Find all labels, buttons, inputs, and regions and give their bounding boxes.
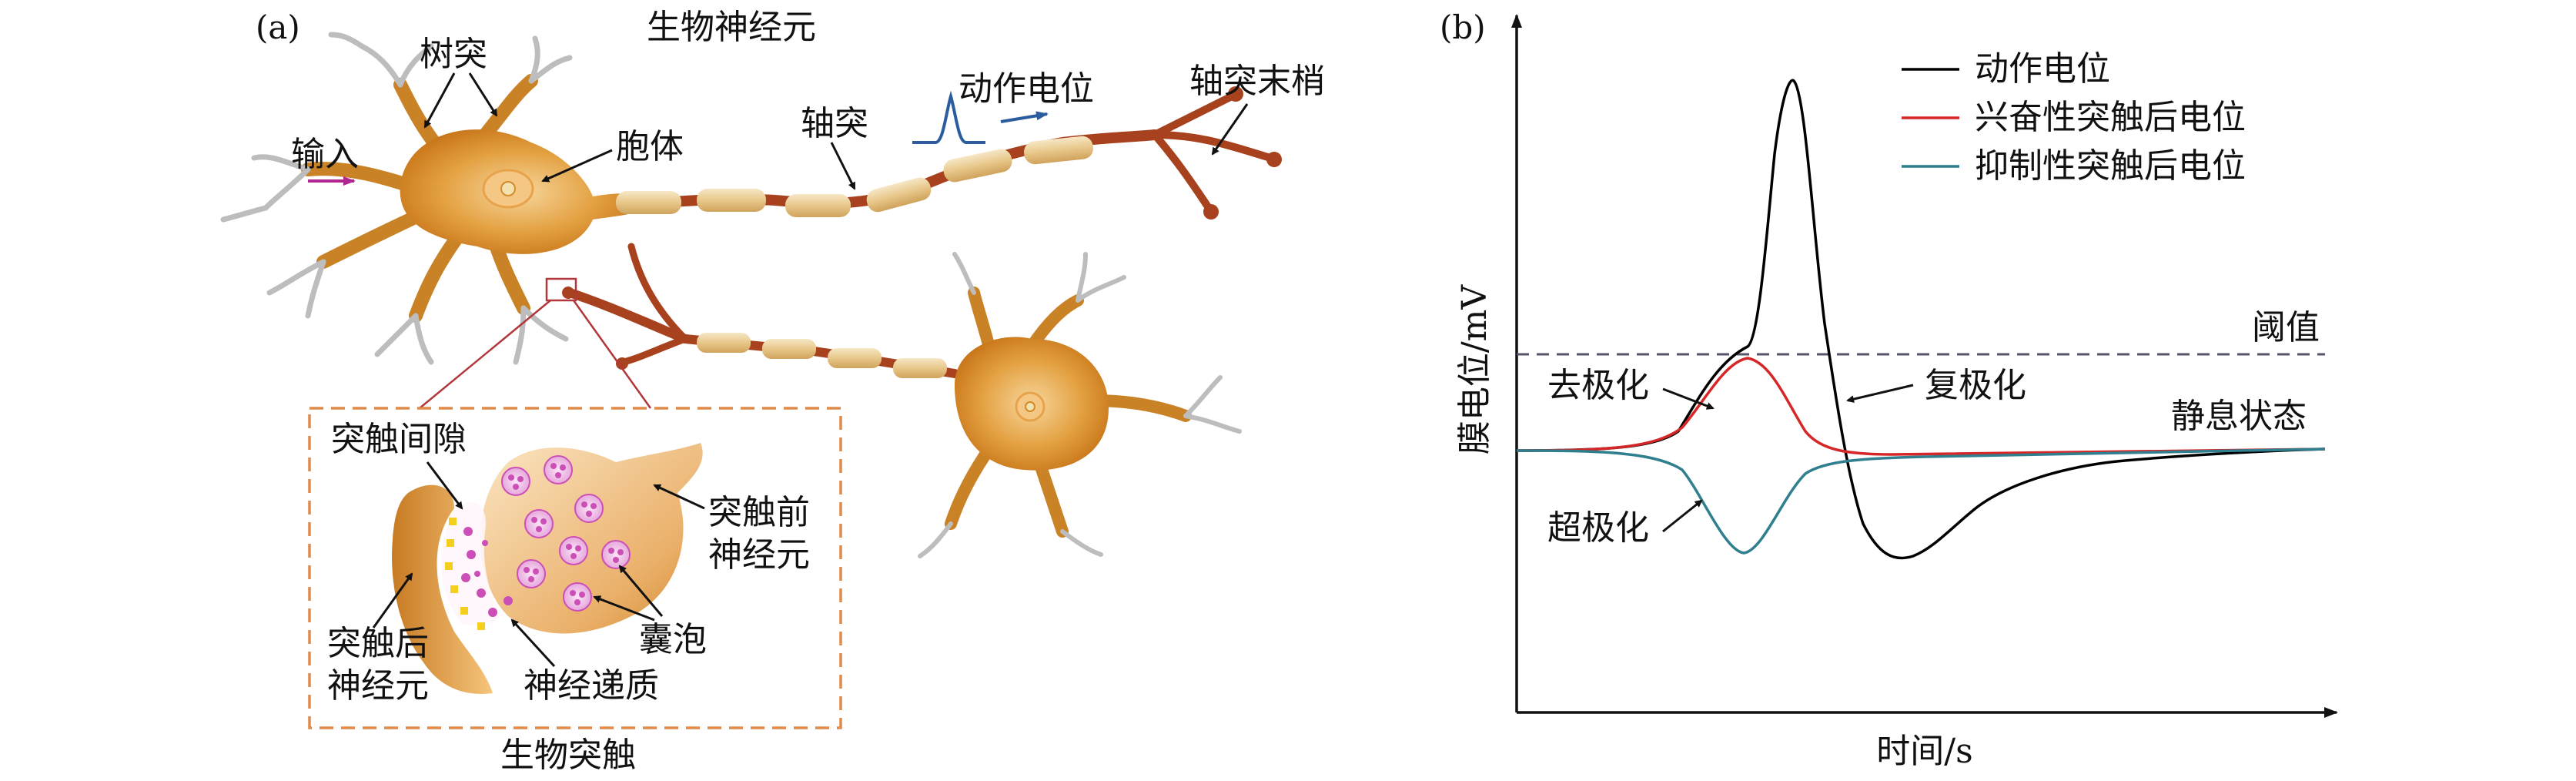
synapse-illustration xyxy=(392,443,703,694)
label-dendrite: 树突 xyxy=(420,35,487,74)
synapse-title: 生物突触 xyxy=(500,736,636,775)
spike-icon xyxy=(912,90,985,144)
neuron-title: 生物神经元 xyxy=(647,8,816,47)
synapse-inset-box xyxy=(308,407,842,729)
panel-b-tag: (b) xyxy=(1440,8,1486,46)
label-neurotransmitter: 神经递质 xyxy=(524,666,659,706)
y-axis-label: 膜电位/mV xyxy=(1455,284,1494,455)
legend-label-action-potential: 动作电位 xyxy=(1975,49,2110,89)
label-presynaptic-2: 神经元 xyxy=(708,535,810,575)
label-postsynaptic-1: 突触后 xyxy=(327,624,429,663)
neuron2 xyxy=(562,243,1242,558)
label-repolarization: 复极化 xyxy=(1925,366,2026,405)
panel-a-tag: (a) xyxy=(256,8,300,46)
label-soma: 胞体 xyxy=(616,127,684,166)
label-axon-terminal: 轴突末梢 xyxy=(1189,62,1325,101)
label-presynaptic-1: 突触前 xyxy=(708,493,810,532)
legend-label-epsp: 兴奋性突触后电位 xyxy=(1975,98,2246,137)
label-resting: 静息状态 xyxy=(2171,397,2307,436)
legend-label-ipsp: 抑制性突触后电位 xyxy=(1975,146,2246,186)
axon-terminal-bouton xyxy=(1203,204,1219,220)
receptor-markers xyxy=(445,518,485,630)
label-depolarization: 去极化 xyxy=(1547,366,1649,405)
label-threshold: 阈值 xyxy=(2252,308,2320,347)
zoom-source-box xyxy=(545,277,577,302)
label-postsynaptic-2: 神经元 xyxy=(327,666,429,706)
postsynaptic-neuron xyxy=(392,484,493,694)
label-hyperpolarization: 超极化 xyxy=(1547,508,1649,548)
label-axon: 轴突 xyxy=(801,104,868,143)
label-input: 输入 xyxy=(291,135,359,174)
label-vesicle: 囊泡 xyxy=(639,620,707,659)
legend: 动作电位 兴奋性突触后电位 抑制性突触后电位 xyxy=(1902,49,2246,186)
vesicles xyxy=(501,455,631,612)
neurotransmitter-dots xyxy=(461,527,513,617)
neuron1-soma xyxy=(400,129,639,254)
label-synaptic-cleft: 突触间隙 xyxy=(331,420,467,459)
axon-terminal-bouton xyxy=(1266,152,1282,167)
x-axis-label: 时间/s xyxy=(1876,732,1972,771)
label-action-potential: 动作电位 xyxy=(958,69,1094,109)
axon-terminal-bouton xyxy=(1228,86,1243,102)
series-ipsp xyxy=(1516,447,2326,555)
propagation-arrow xyxy=(1000,111,1049,123)
panel-b: (b) 膜电位/mV 时间/s 动作电位 兴奋性突触后电位 抑制性突触后电位 阈… xyxy=(1440,8,2338,771)
neuron1-axon xyxy=(616,86,1282,220)
panel-a: (a) 生物神经元 xyxy=(220,8,1325,775)
series-action-potential xyxy=(1516,79,2326,560)
